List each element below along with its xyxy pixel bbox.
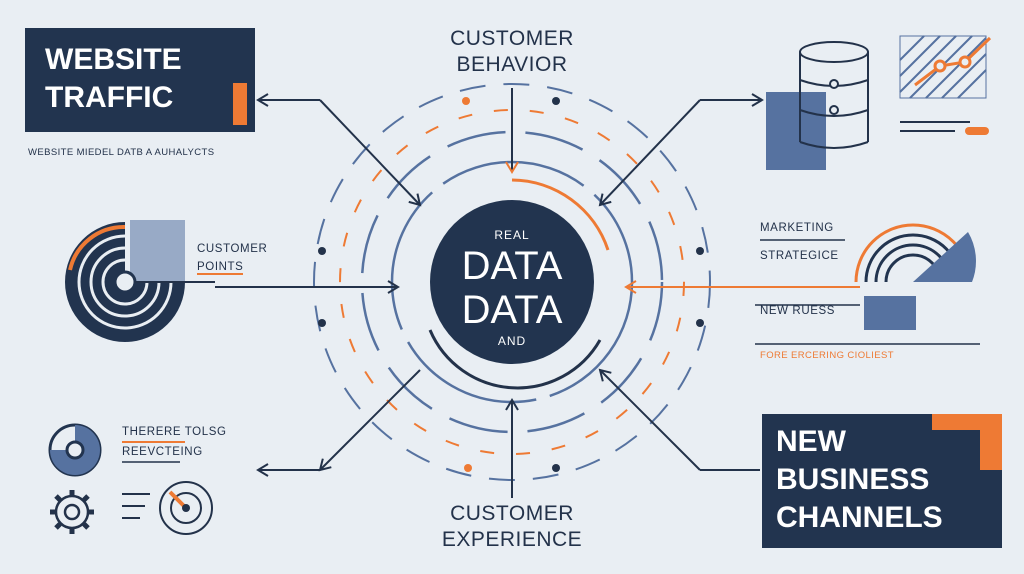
website-traffic-title-line2: TRAFFIC [45,81,174,114]
center-data-line2: DATA [461,288,563,332]
customer-experience-line1: CUSTOMER [450,502,574,525]
center-circle [430,200,594,364]
target-icon [122,481,213,535]
customer-points-line1: CUSTOMER [197,243,268,255]
new-business-box: NEW BUSINESS CHANNELS [762,414,1002,548]
growth-chart-icon [899,35,992,135]
new-business-line1: NEW [776,425,846,458]
orange-accent [980,414,1002,470]
customer-behavior-line2: BEHAVIOR [456,53,568,76]
website-traffic-title-line1: WEBSITE [45,43,182,76]
marketing-line1: MARKETING [760,222,834,234]
pie-chart-icon [48,423,185,477]
radar-left-icon [65,220,215,342]
bottom-left-line1: THERERE TOLSG [122,426,227,438]
database-icon [766,41,869,170]
new-business-line3: CHANNELS [776,501,943,534]
marketing-item: NEW RUESS [760,305,836,317]
customer-experience-line2: EXPERIENCE [441,528,583,551]
concentric-rings [313,83,711,481]
center-data-line1: DATA [461,244,563,288]
connector-arrows [215,88,860,498]
new-business-line2: BUSINESS [776,463,930,496]
customer-points-line2: POINTS [197,261,244,275]
center-real: REAL [494,228,530,242]
bottom-left-line2: REEVCTEING [122,446,203,458]
radar-right-icon [755,223,980,345]
marketing-caption: FORE ERCERING CIOLIEST [760,350,894,361]
website-traffic-caption: WEBSITE MIEDEL DATB A AUHALYCTS [28,147,215,158]
website-traffic-box: WEBSITE TRAFFIC [25,28,255,132]
customer-behavior-line1: CUSTOMER [450,27,574,50]
gear-icon [50,490,94,534]
center-and: AND [497,334,527,348]
orange-accent [233,83,247,125]
marketing-line2: STRATEGICE [760,250,839,262]
